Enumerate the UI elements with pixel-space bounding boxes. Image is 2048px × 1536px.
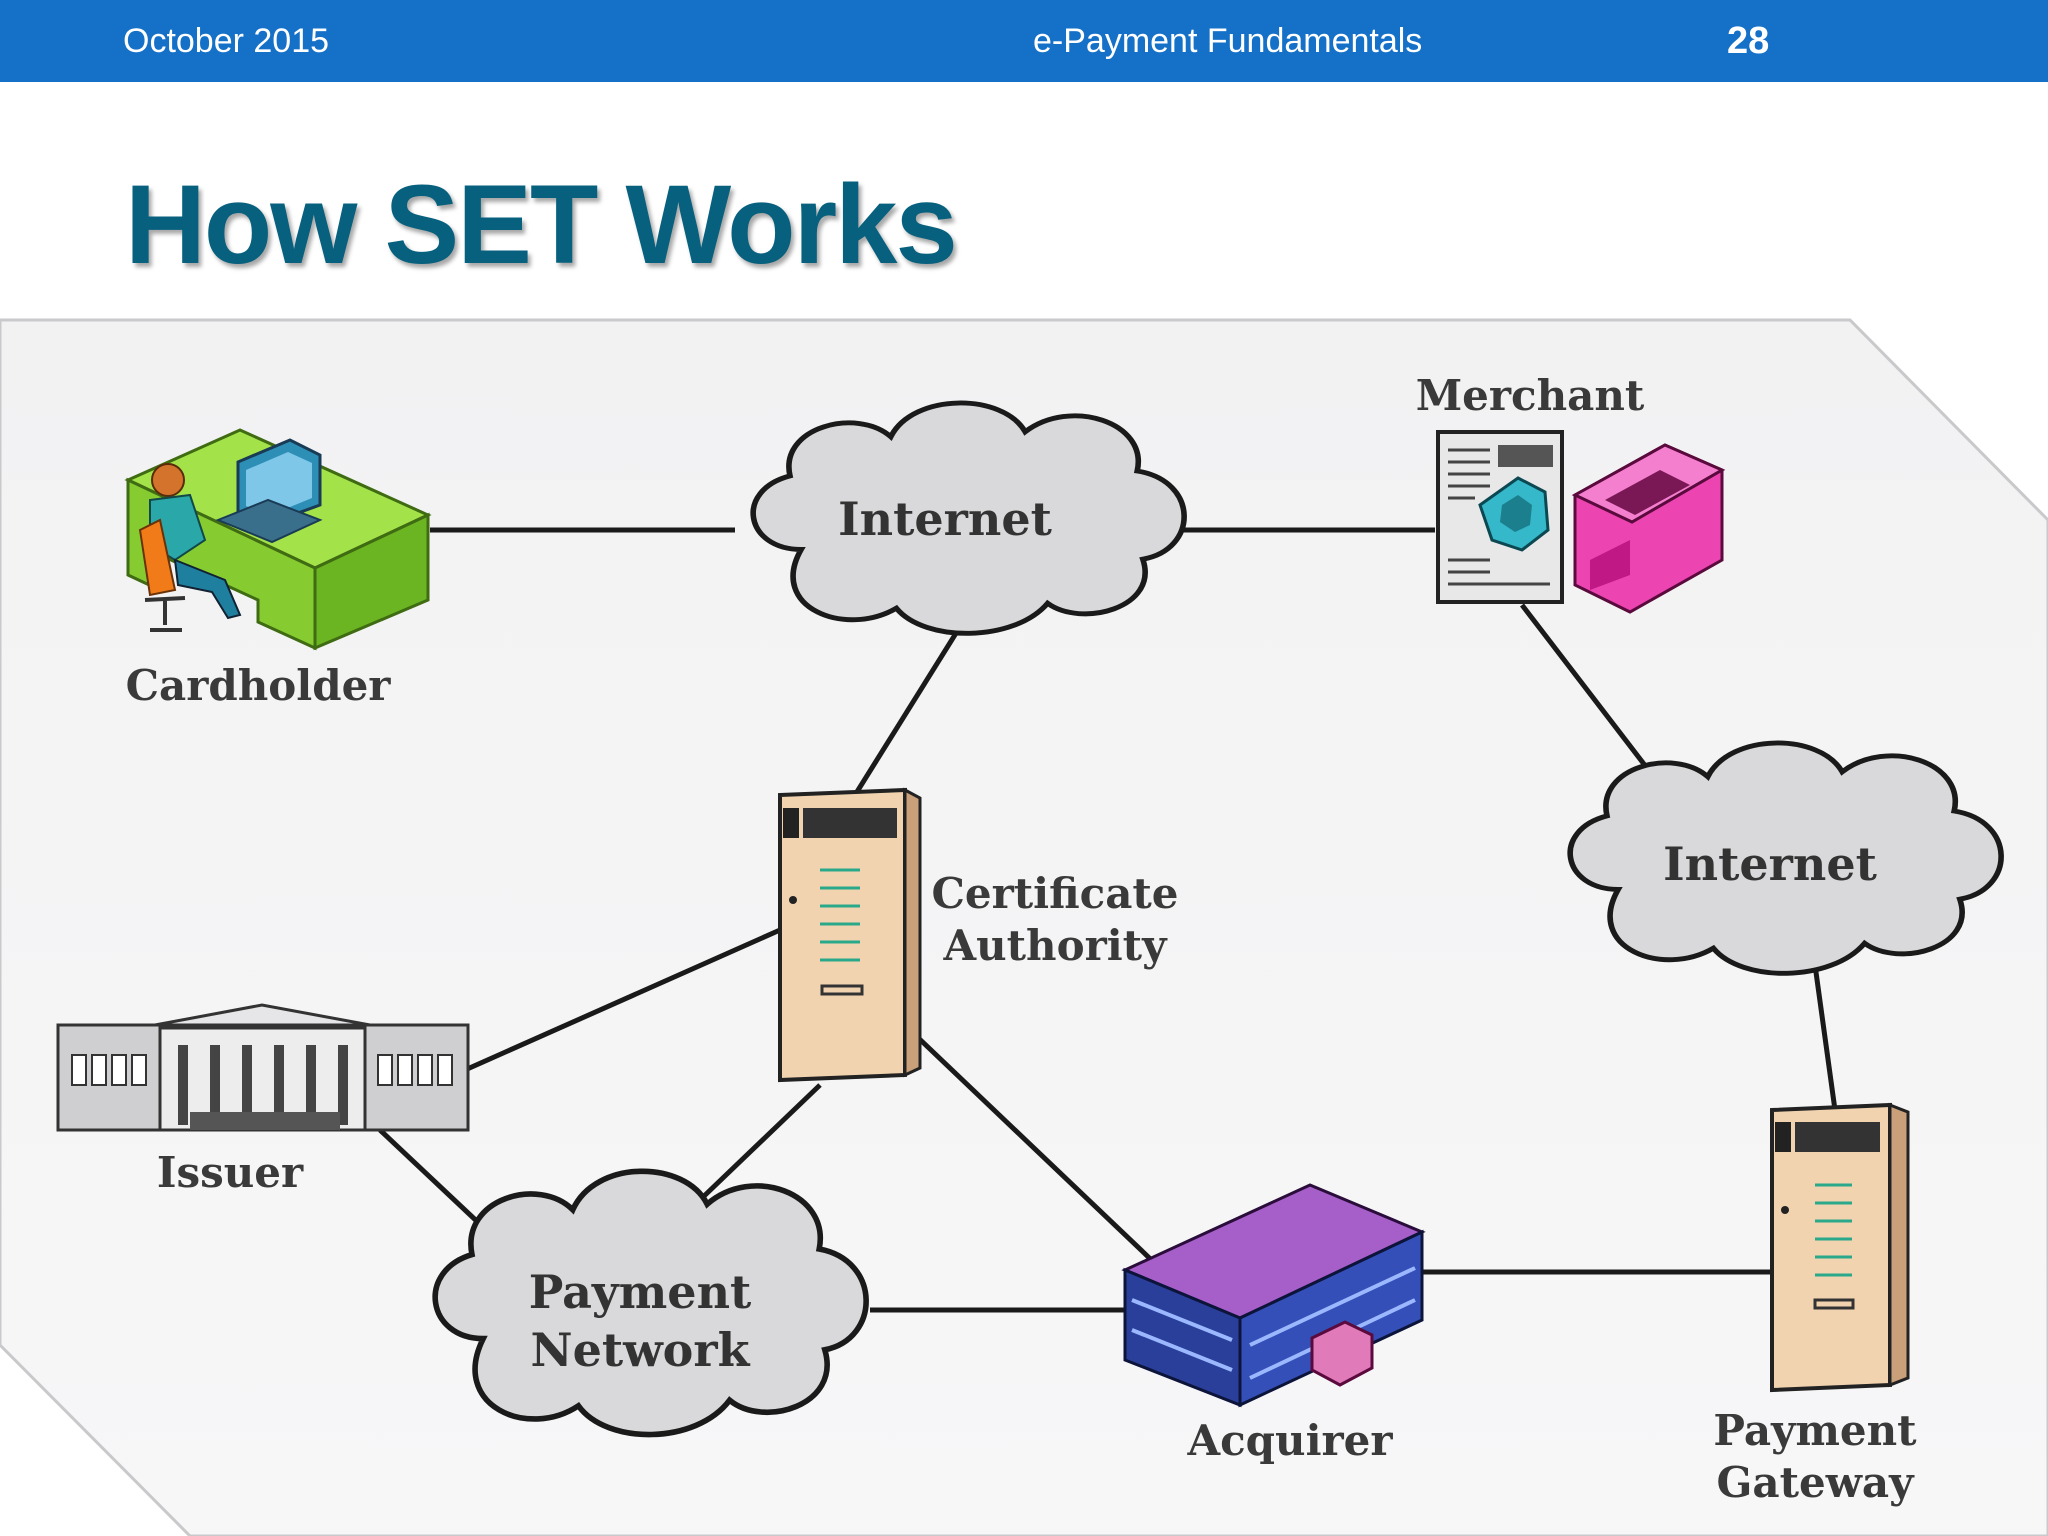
page-number: 28	[1727, 20, 1770, 62]
payment-network-label-line1: Payment	[529, 1265, 752, 1319]
payment-gateway-label-line2: Gateway	[1717, 1458, 1916, 1507]
cardholder-icon	[124, 428, 432, 651]
issuer-bank-icon	[56, 1003, 470, 1132]
certificate-authority-label-line2: Authority	[943, 921, 1169, 970]
connection-lines	[378, 527, 1838, 1313]
header-bar: October 2015 e-Payment Fundamentals 28	[0, 0, 2048, 82]
acquirer-label: Acquirer	[1187, 1416, 1394, 1465]
cardholder-label: Cardholder	[126, 661, 392, 710]
slide-title: How SET Works	[125, 162, 958, 287]
merchant-icon	[1436, 430, 1726, 614]
payment-gateway-server-icon	[1770, 1102, 1910, 1393]
header-course-title: e-Payment Fundamentals	[1033, 22, 1423, 60]
acquirer-building-icon	[1121, 1183, 1426, 1408]
merchant-label: Merchant	[1416, 371, 1645, 420]
certificate-authority-label-line1: Certificate	[931, 869, 1178, 918]
header-date: October 2015	[123, 22, 330, 60]
certificate-authority-server-icon	[778, 787, 922, 1083]
internet-label-right: Internet	[1663, 837, 1877, 891]
payment-gateway-label-line1: Payment	[1713, 1406, 1917, 1455]
payment-network-label-line2: Network	[531, 1323, 751, 1377]
internet-label-top: Internet	[838, 492, 1052, 546]
issuer-label: Issuer	[157, 1148, 304, 1197]
